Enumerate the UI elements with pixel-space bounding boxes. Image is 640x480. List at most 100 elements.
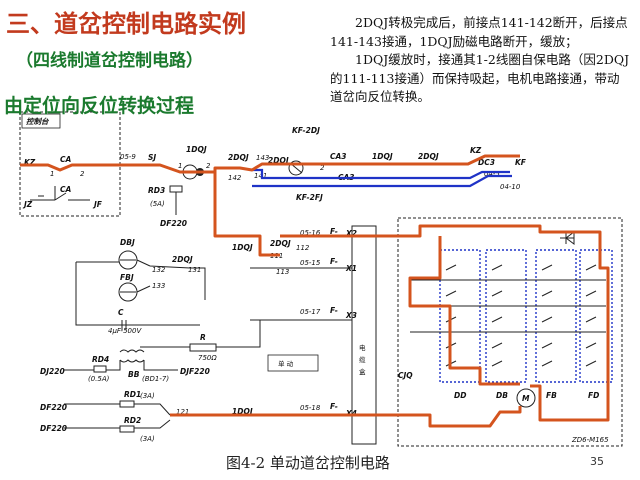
2dqj-mid-label: 2DQJ xyxy=(418,152,439,161)
note-paragraph-1: 2DQJ转极完成后，前接点141-142断开，后接点141-143接通，1DQJ… xyxy=(330,15,628,49)
explanation-note: 2DQJ转极完成后，前接点141-142断开，后接点141-143接通，1DQJ… xyxy=(330,14,630,107)
wire-05-16-label: 05-16 xyxy=(300,229,321,237)
pin-141-top: 141 xyxy=(254,172,267,180)
db-label: DB xyxy=(496,391,508,400)
control-panel-label: 控制台 xyxy=(26,117,49,126)
2dqj-coil-label: 2DQJ xyxy=(268,156,289,165)
df220-b-label: DF220 xyxy=(40,403,67,412)
ca3-a-label: CA3 xyxy=(330,152,347,161)
fd-label: FD xyxy=(588,391,599,400)
wire-05-15-label: 05-15 xyxy=(300,259,321,267)
motor-icon xyxy=(516,388,536,408)
1dqj-top-label: 1DQJ xyxy=(186,145,207,154)
cjq-label: CJQ xyxy=(398,371,413,380)
capacitor-label: C xyxy=(118,308,124,317)
figure-caption: 图4-2 单动道岔控制电路 xyxy=(226,454,390,472)
rd3-amp-label: (5A) xyxy=(150,200,165,208)
ca-pin2-label: 2 xyxy=(80,170,85,178)
pin-121: 121 xyxy=(176,408,189,416)
pin-132: 132 xyxy=(152,266,166,274)
db-contact-group xyxy=(485,249,527,383)
relay-pin-1: 1 xyxy=(178,162,182,170)
capacitor-icon xyxy=(115,320,140,330)
slide-subtitle: （四线制道岔控制电路） xyxy=(16,51,203,71)
pin-113: 113 xyxy=(276,268,289,276)
fbj-label: FBJ xyxy=(120,273,134,282)
diode-icon xyxy=(560,231,575,245)
djf220-label: DJF220 xyxy=(180,367,210,376)
jz-label: JZ xyxy=(22,200,33,209)
zd6-label: ZD6-M165 xyxy=(571,436,609,444)
2dqj-top-label: 2DQJ xyxy=(228,153,249,162)
single-action-box xyxy=(267,354,319,372)
rd3-label: RD3 xyxy=(148,186,165,195)
f1-label: F- xyxy=(330,227,338,236)
df220-a-label: DF220 xyxy=(160,219,187,228)
dj220-label: DJ220 xyxy=(40,367,65,376)
fb-contact-group xyxy=(535,249,577,383)
rd2-amp-label: (3A) xyxy=(140,435,155,443)
rd1-fuse-icon xyxy=(119,400,135,408)
cable-box-label: 电缆盒 xyxy=(359,343,366,376)
kf-right-label: KF xyxy=(515,158,527,167)
pin-133: 133 xyxy=(152,282,165,290)
wire-05-18-label: 05-18 xyxy=(300,404,321,412)
wire-05-17-label: 05-17 xyxy=(300,308,321,316)
ca-pin-label: 1 xyxy=(50,170,54,178)
process-heading: 由定位向反位转换过程 xyxy=(4,95,195,117)
note-paragraph-2: 1DQJ缓放时，接通其1-2线圈自保电路（因2DQJ的111-113接通）而保持… xyxy=(330,52,630,104)
rd2-fuse-icon xyxy=(119,425,135,433)
rd4-label: RD4 xyxy=(92,355,109,364)
f2-label: F- xyxy=(330,257,338,266)
pin-143-top: 143 xyxy=(256,154,269,162)
kz-left-label: KZ xyxy=(24,158,36,167)
dd-label: DD xyxy=(454,391,466,400)
resistor-label: R xyxy=(200,333,206,342)
2dqj-c-label: 2DQJ xyxy=(270,239,291,248)
jf-label: JF xyxy=(92,200,103,209)
1dqj-d-label: 1DQJ xyxy=(232,407,253,416)
dc3-label: DC3 xyxy=(478,158,495,167)
page-number: 35 xyxy=(590,455,604,468)
2dqj-coil-pin: 2 xyxy=(320,164,325,172)
sj-label: SJ xyxy=(148,153,156,162)
kz-right-label: KZ xyxy=(470,146,482,155)
ca-top-label: CA xyxy=(60,155,72,164)
resistor-icon xyxy=(189,343,217,352)
1dqj-c-label: 1DQJ xyxy=(232,243,253,252)
fb-label: FB xyxy=(546,391,557,400)
resistor-value-label: 750Ω xyxy=(198,354,217,362)
active-path-return xyxy=(170,406,522,428)
reverse-path-lower xyxy=(252,174,512,188)
wire-05-9-label: 05-9 xyxy=(120,153,136,161)
cable-box xyxy=(351,225,377,445)
rd4-amp-label: (0.5A) xyxy=(88,375,110,383)
wire-04-5-label: 04-5 xyxy=(484,170,500,178)
fd-contact-group xyxy=(579,249,613,383)
motor-label: M xyxy=(522,394,530,403)
active-path-contacts xyxy=(408,236,520,386)
rd4-fuse-icon xyxy=(93,365,107,373)
active-path-control xyxy=(20,154,520,174)
rd3-fuse-icon xyxy=(169,185,183,193)
2dqj-coil-icon xyxy=(288,160,304,176)
bb-type-label: (BD1-7) xyxy=(142,375,169,383)
slide-title: 三、道岔控制电路实例 xyxy=(6,9,246,38)
kf-2fj-label: KF-2FJ xyxy=(296,193,323,202)
ca-bot-label: CA xyxy=(60,185,72,194)
dbj-label: DBJ xyxy=(120,238,135,247)
wire-04-10-label: 04-10 xyxy=(500,183,521,191)
2dqj-b-label: 2DQJ xyxy=(172,255,193,264)
relay-pin-2: 2 xyxy=(206,162,211,170)
single-action-label: 单 动 xyxy=(278,359,294,368)
rd1-amp-label: (3A) xyxy=(140,392,155,400)
pin-112: 112 xyxy=(296,244,310,252)
dd-contact-group xyxy=(439,249,481,383)
x3-label: X3 xyxy=(345,311,357,320)
pin-131: 131 xyxy=(188,266,201,274)
switch-machine-box xyxy=(397,217,623,447)
df220-c-label: DF220 xyxy=(40,424,67,433)
rd2-label: RD2 xyxy=(124,416,141,425)
